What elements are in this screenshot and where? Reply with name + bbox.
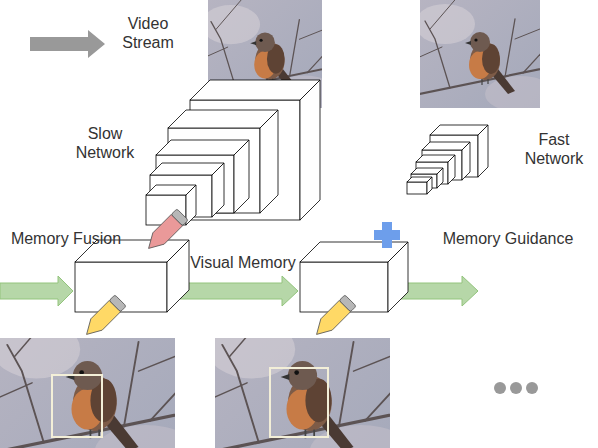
output-arrow [81, 295, 126, 340]
fusion-arrow [143, 209, 188, 254]
slow-network-stack [146, 80, 320, 225]
output-frame [0, 338, 175, 448]
bounding-box [52, 375, 102, 437]
diagram-label: Visual Memory [178, 253, 308, 272]
video-frame [420, 0, 540, 108]
network-label: Fast Network [520, 130, 588, 168]
network-node: Fast Network [404, 120, 588, 198]
network-label: Slow Network [70, 124, 140, 162]
bounding-box [270, 368, 328, 437]
ellipsis-dots [494, 382, 538, 394]
diagram-label: Video Stream [112, 14, 184, 52]
output-frame [215, 338, 390, 448]
fast-network-stack [407, 125, 488, 194]
output-arrow [311, 295, 356, 340]
memory-box [75, 240, 189, 312]
stream-arrow [30, 30, 105, 58]
plus-symbol [374, 222, 400, 248]
diagram-label: Memory Guidance [428, 229, 588, 248]
network-node: Slow Network [66, 78, 322, 228]
memory-box [300, 242, 408, 312]
diagram-label: Memory Fusion [0, 229, 132, 248]
